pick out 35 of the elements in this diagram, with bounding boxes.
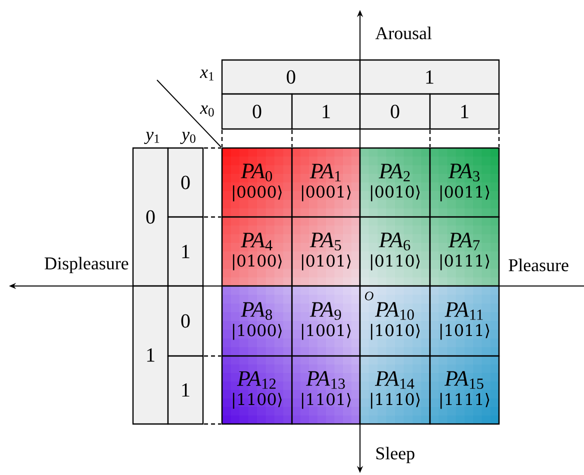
grid-cell: PA$_{4}$ |0100⟩ [221,216,293,287]
grid-cell: PA$_{0}$ |0000⟩ [221,147,293,218]
header-cell: 0 [221,59,361,95]
header-cell: 1 [429,93,500,130]
header-cell: 0 [167,285,204,357]
grid-cell: PA$_{2}$ |0010⟩ [359,147,431,218]
header-cell: 1 [291,93,361,130]
grid-cell: PA$_{15}$ |1111⟩ [429,355,500,425]
axis-label: Pleasure [508,258,568,272]
grid-cell: PA$_{5}$ |0101⟩ [291,216,361,287]
axis-label: Arousal [375,26,432,40]
grid-cell: PA$_{8}$ |1000⟩ [221,285,293,357]
axis-label: Sleep [376,446,414,464]
grid-cell: PA$_{3}$ |0011⟩ [429,147,500,218]
header-label: y$_{0}$ [180,132,196,144]
header-cell: 1 [359,59,500,95]
axis-label: Displeasure [44,256,128,274]
header-label: x$_{1}$ [200,70,214,80]
grid-cell: PA$_{6}$ |0110⟩ [359,216,431,287]
header-cell: 0 [167,147,204,218]
header-cell: 0 [359,93,431,130]
grid-cell: PA$_{1}$ |0001⟩ [291,147,361,218]
header-label: y$_{1}$ [144,132,160,144]
header-cell: 1 [167,216,204,287]
grid-cell: PA$_{12}$ |1100⟩ [221,355,293,425]
header-label: x$_{0}$ [200,106,214,116]
header-cell: 1 [167,355,204,425]
grid-cell: PA$_{13}$ |1101⟩ [291,355,361,425]
grid-cell: PA$_{7}$ |0111⟩ [429,216,500,287]
grid-cell: PA$_{11}$ |1011⟩ [429,285,500,357]
grid-cell: PA$_{14}$ |1110⟩ [359,355,431,425]
header-cell: 0 [132,147,169,287]
header-cell: 0 [221,93,293,130]
grid-cell: PA$_{9}$ |1001⟩ [291,285,361,357]
origin-label: O [364,292,374,300]
